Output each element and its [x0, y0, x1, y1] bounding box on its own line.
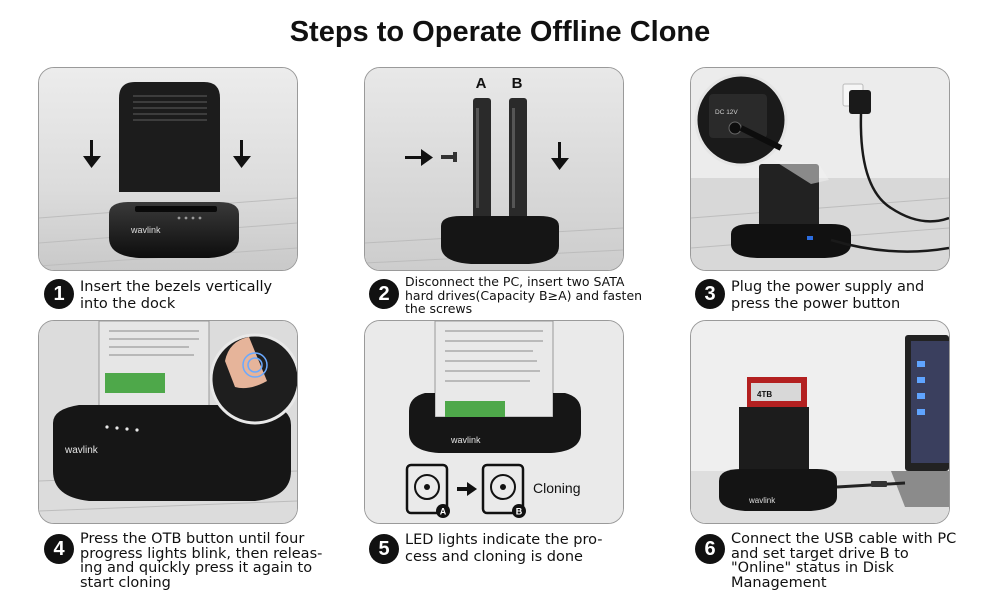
brand-logo: wavlink — [748, 496, 776, 505]
step-5-image: wavlink A B Cloning — [364, 320, 624, 524]
step-5-number: 5 — [369, 534, 399, 564]
target-drive-icon: B — [481, 463, 526, 518]
down-arrow-icon — [551, 142, 569, 170]
page-title: Steps to Operate Offline Clone — [289, 16, 711, 48]
docking-station — [441, 216, 559, 264]
screw-icon — [441, 152, 457, 162]
hard-drive — [98, 321, 210, 414]
right-arrow-icon — [405, 149, 433, 166]
drive-b-label: B — [516, 507, 523, 517]
step-4-number: 4 — [44, 534, 74, 564]
docking-station: wavlink — [53, 405, 291, 501]
hard-drive-b — [509, 98, 527, 226]
step-6-caption: Connect the USB cable with PC and set ta… — [731, 531, 957, 591]
brand-logo: wavlink — [130, 225, 161, 235]
docking-station: wavlink — [719, 469, 837, 511]
step-1-caption: Insert the bezels vertically into the do… — [80, 279, 273, 312]
docking-station: wavlink — [409, 393, 581, 453]
usb-cable — [836, 481, 906, 489]
step-2-number: 2 — [369, 279, 399, 309]
docking-station — [731, 164, 851, 258]
drive-a-label: A — [440, 507, 447, 517]
down-arrow-icon — [233, 140, 251, 168]
slot-a-label: A — [476, 75, 487, 92]
laptop — [891, 335, 949, 507]
zoom-callout — [209, 333, 297, 425]
source-drive-icon: A — [405, 463, 450, 518]
step-4-image: wavlink — [38, 320, 298, 524]
drive-capacity-label: 4TB — [757, 390, 772, 399]
step-4-caption: Press the OTB button until four progress… — [80, 531, 323, 591]
step-5-caption: LED lights indicate the pro- cess and cl… — [405, 532, 603, 565]
step-6-image: 4TB wavlink — [690, 320, 950, 524]
step-1-image: wavlink — [38, 67, 298, 271]
dc-port-label: DC 12V — [715, 109, 738, 116]
step-2-image: A B — [364, 67, 624, 271]
hard-drive — [434, 321, 554, 418]
bezel-cover — [119, 82, 220, 192]
step-2-caption: Disconnect the PC, insert two SATA hard … — [405, 274, 643, 316]
brand-logo: wavlink — [64, 445, 99, 456]
step-1-number: 1 — [44, 279, 74, 309]
cloning-label: Cloning — [533, 480, 580, 496]
slot-b-label: B — [512, 75, 523, 92]
right-arrow-icon — [457, 482, 477, 496]
hard-drive: 4TB — [739, 377, 809, 479]
step-3-caption: Plug the power supply and press the powe… — [731, 279, 925, 312]
power-adapter — [842, 83, 949, 223]
docking-station: wavlink — [109, 202, 239, 258]
down-arrow-icon — [83, 140, 101, 168]
zoom-callout: DC 12V — [694, 73, 829, 184]
brand-logo: wavlink — [450, 435, 481, 445]
step-3-image: DC 12V — [690, 67, 950, 271]
hard-drive-a — [473, 98, 491, 226]
step-6-number: 6 — [695, 534, 725, 564]
step-3-number: 3 — [695, 279, 725, 309]
